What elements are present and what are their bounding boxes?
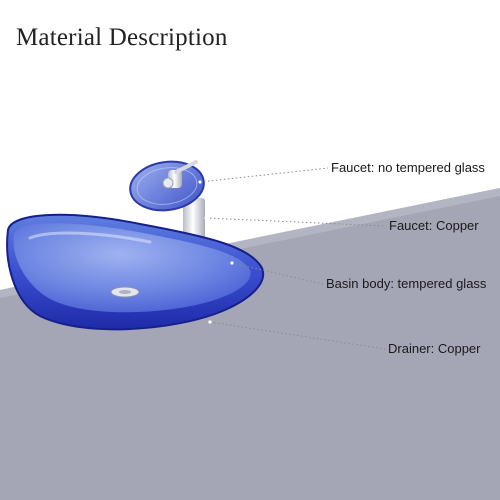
callout-basin-body: Basin body: tempered glass <box>326 276 487 291</box>
faucet-knob <box>162 177 174 189</box>
faucet-glass-rim <box>136 167 198 205</box>
drainer-center <box>119 290 131 294</box>
leader-drainer <box>209 321 386 350</box>
callout-drainer: Drainer: Copper <box>388 341 481 356</box>
leader-faucet-glass <box>199 167 329 183</box>
page-title: Material Description <box>16 24 228 51</box>
callout-faucet-glass: Faucet: no tempered glass <box>331 160 485 175</box>
basin-highlight <box>28 231 152 244</box>
faucet-lever <box>174 160 198 174</box>
basin-bowl <box>13 223 251 313</box>
callout-faucet-copper: Faucet: Copper <box>389 218 479 233</box>
